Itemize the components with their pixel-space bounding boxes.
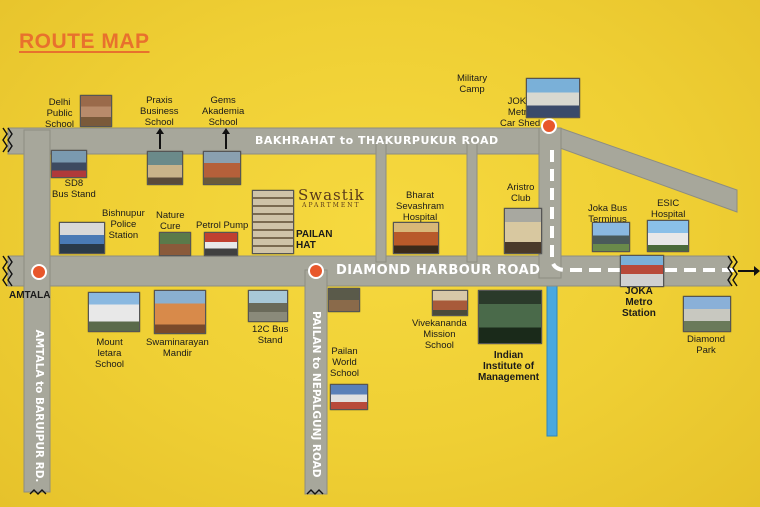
iim-label: Indian Institute of Management: [478, 350, 540, 383]
connector-road: [375, 139, 387, 263]
joka-diagonal-road: [552, 127, 738, 213]
praxis-photo: [147, 151, 183, 185]
delhi-public-school-label: Delhi Public School: [45, 97, 75, 130]
12c-bus-stand-photo: [248, 290, 288, 322]
12c-bus-stand-label: 12C Bus Stand: [252, 324, 289, 346]
bishnupur-photo: [59, 222, 105, 254]
bishnupur-police-station-label: Bishnupur Police Station: [102, 208, 145, 241]
joka-bus-terminus-photo: [592, 222, 630, 252]
praxis-business-school-label: Praxis Business School: [140, 95, 179, 128]
aristro-club-label: Aristro Club: [507, 182, 535, 204]
mount-letara-school-label: Mount letara School: [95, 337, 125, 370]
vivekananda-photo: [432, 290, 468, 316]
sd8-bus-stand-label: SD8 Bus Stand: [52, 178, 96, 200]
nature-cure-label: Nature Cure: [156, 210, 185, 232]
military-camp-label: Military Camp: [457, 73, 488, 95]
esic-hospital-label: ESIC Hospital: [651, 198, 686, 220]
petrol-pump-photo: [204, 232, 238, 256]
metro-dashed-route: [550, 150, 735, 272]
bakhrahat-road: [7, 127, 554, 155]
mount-letara-photo: [88, 292, 140, 332]
delhi-school-photo: [80, 95, 112, 127]
map-title: ROUTE MAP: [19, 30, 150, 53]
amtala-label: AMTALA: [9, 290, 51, 301]
praxis-direction-arrow: [159, 133, 161, 149]
vivekananda-mission-label: Vivekananda Mission School: [412, 318, 467, 351]
joka-location-pin: [541, 118, 557, 134]
bharat-sevashram-label: Bharat Sevashram Hospital: [396, 190, 445, 223]
gems-akademia-school-label: Gems Akademia School: [202, 95, 245, 128]
sd8-photo: [51, 150, 87, 178]
pailan-world-school-photo: [330, 384, 368, 410]
pailan-hat-label: PAILAN HAT: [296, 229, 333, 251]
joka-bus-terminus-label: Joka Bus Terminus: [588, 203, 628, 225]
joka-car-shed-label: JOKA Metro Car Shed: [500, 96, 541, 129]
gems-arrowhead: [222, 128, 230, 134]
pailan-world-school-label: Pailan World School: [330, 346, 360, 379]
apartment-photo: [252, 190, 294, 254]
diamond-park-label: Diamond Park: [687, 334, 726, 356]
bakhrahat-road-label: BAKHRAHAT to THAKURPUKUR ROAD: [255, 134, 499, 147]
pailan-location-pin: [308, 263, 324, 279]
swaminarayan-mandir-label: Swaminarayan Mandir: [146, 337, 209, 359]
pailan-nepalgunj-road-label: PAILAN to NEPALGUNJ ROAD: [310, 311, 322, 478]
diamond-park-photo: [683, 296, 731, 332]
diamond-harbour-road-label: DIAMOND HARBOUR ROAD: [336, 263, 541, 278]
joka-car-shed-photo: [526, 78, 580, 118]
direction-arrowhead: [754, 266, 760, 276]
road-break-marks: [2, 127, 738, 495]
amtala-location-pin: [31, 264, 47, 280]
petrol-pump-label: Petrol Pump: [196, 220, 249, 231]
amtala-baruipur-road: [23, 129, 51, 493]
pailan-roadside-photo: [328, 288, 360, 312]
esic-hospital-photo: [647, 220, 689, 252]
gems-photo: [203, 151, 241, 185]
iim-photo: [478, 290, 542, 344]
brand-subtitle: APARTMENT: [302, 202, 361, 209]
amtala-baruipur-road-label: AMTALA to BARUIPUR RD.: [33, 329, 45, 483]
swastik-apartment-logo: Swastik APARTMENT: [298, 186, 365, 209]
nature-cure-photo: [159, 232, 191, 256]
joka-metro-station-label: JOKA Metro Station: [622, 286, 656, 319]
swaminarayan-photo: [154, 290, 206, 334]
aristro-club-photo: [504, 208, 542, 254]
brand-name: Swastik: [298, 186, 365, 204]
connector-road: [466, 139, 478, 263]
gems-direction-arrow: [225, 133, 227, 149]
praxis-arrowhead: [156, 128, 164, 134]
bharat-sevashram-photo: [393, 222, 439, 254]
joka-metro-station-photo: [620, 255, 664, 287]
